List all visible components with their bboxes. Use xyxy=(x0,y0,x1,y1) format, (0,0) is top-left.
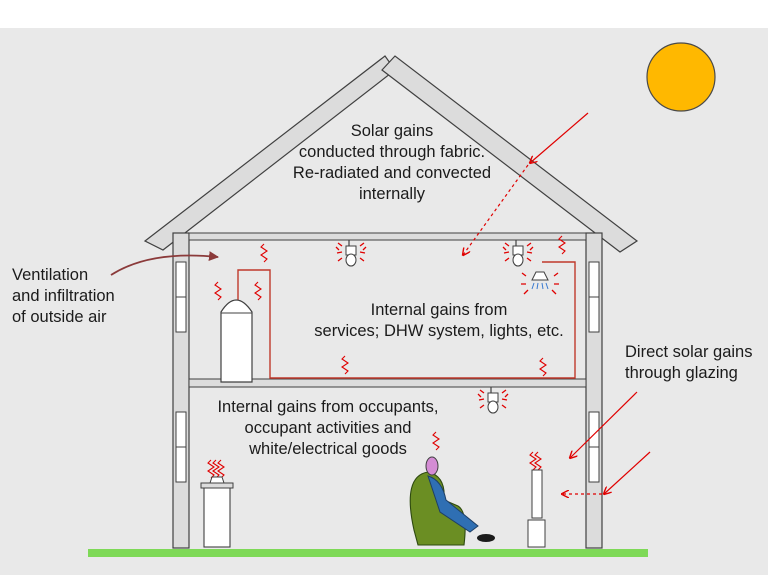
white-goods xyxy=(200,476,234,548)
radiator xyxy=(527,469,546,548)
direct-solar-gains-label: Direct solar gains through glazing xyxy=(625,343,753,382)
ventilation-label: Ventilation and infiltration of outside … xyxy=(12,266,115,326)
roof xyxy=(143,55,639,253)
dhw-system xyxy=(220,261,576,383)
occupant-in-armchair xyxy=(409,456,495,546)
internal-occupant-gains-label: Internal gains from occupants, occupant … xyxy=(217,398,439,458)
sun-icon xyxy=(646,42,716,112)
solar-fabric-gains-label: Solar gains conducted through fabric. Re… xyxy=(292,122,492,203)
internal-services-gains-label: Internal gains from services; DHW system… xyxy=(314,301,564,340)
ground-strip xyxy=(88,549,648,557)
top-strip xyxy=(0,0,768,28)
ceiling-lamp-icon xyxy=(502,239,534,267)
ceiling-lamp-icon xyxy=(335,239,367,267)
shower-icon xyxy=(521,271,559,295)
ceiling-lamp-icon xyxy=(477,386,509,414)
ventilation-arrow xyxy=(110,251,219,276)
windows xyxy=(175,261,600,483)
bottom-strip xyxy=(0,575,768,585)
solar-arrows xyxy=(463,112,651,494)
